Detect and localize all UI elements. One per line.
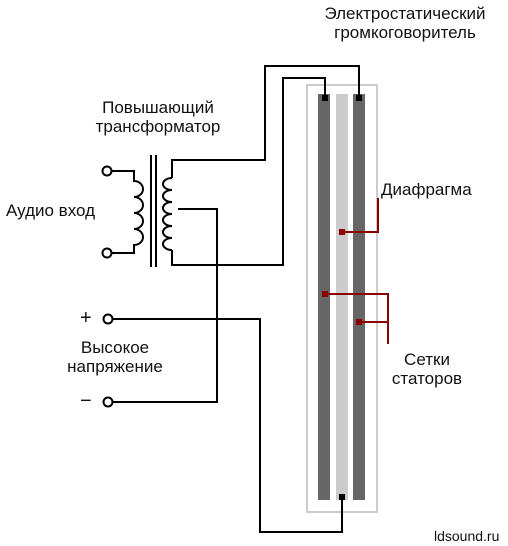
junction-front-stator-top [322,95,328,101]
speaker-label: Электростатический громкоговоритель [300,4,508,42]
stator-leader-front [325,293,389,344]
audio-terminal-bottom [101,247,113,259]
diaphragm [336,94,348,500]
wire-high-voltage-plus [112,318,343,533]
high-voltage-label-line1: Высокое [80,338,150,357]
primary-coil [110,170,144,254]
audio-input-label: Аудио вход [6,201,96,220]
junction-diaphragm-bottom [339,494,345,500]
diaphragm-label: Диафрагма [381,180,472,199]
secondary-coil [162,177,173,251]
stator-label-line1: Сетки [404,350,450,369]
speaker-label-line1: Электростатический [324,4,486,23]
transformer-label: Повышающий трансформатор [68,98,248,136]
high-voltage-label: Высокое напряжение [55,338,175,376]
wire-secondary-bottom [171,77,326,266]
hv-terminal-plus [102,313,114,325]
transformer-label-line2: трансформатор [95,117,221,136]
stator-label-line2: статоров [391,369,463,388]
stator-leader-dot-rear [356,319,362,325]
hv-terminal-minus [102,396,114,408]
stator-leader-dot-front [322,291,328,297]
diaphragm-leader [342,198,379,233]
junction-rear-stator-top [356,95,362,101]
plus-sign: + [80,307,92,329]
stator-label: Сетки статоров [372,350,482,388]
minus-sign: − [80,390,92,412]
speaker-label-line2: громкоговоритель [334,23,476,42]
wire-secondary-top [171,65,360,178]
diaphragm-leader-dot [339,229,345,235]
wire-center-tap [112,208,218,403]
transformer-label-line1: Повышающий [102,98,214,117]
high-voltage-label-line2: напряжение [67,357,163,376]
rear-stator [353,94,365,500]
watermark: ldsound.ru [434,528,500,544]
audio-terminal-top [101,165,113,177]
